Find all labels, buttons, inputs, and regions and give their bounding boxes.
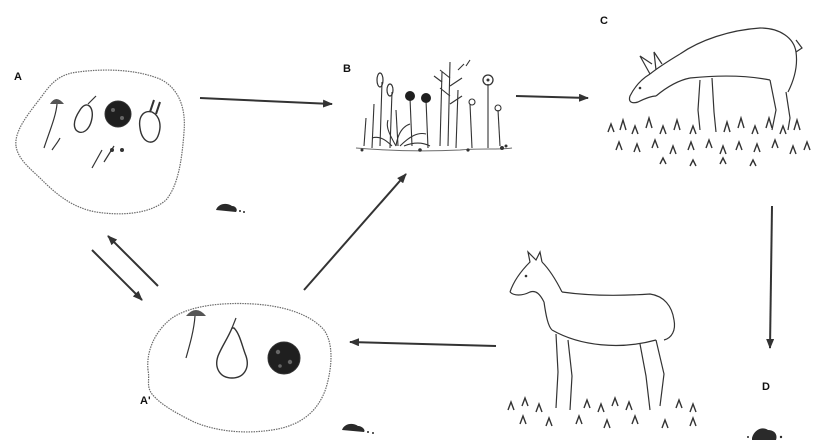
spore-ball-texture (276, 350, 280, 354)
deer-icon (629, 28, 802, 132)
arrow-a-to-a-prime (92, 250, 142, 300)
mushroom-icon-a (44, 99, 64, 148)
soil-blob-icon-a (16, 70, 185, 214)
ground-line-b (356, 148, 512, 151)
node-c-deer: C (600, 15, 810, 166)
plants-icon (364, 60, 500, 148)
arrow-c-to-d (770, 206, 772, 348)
flower-head-icon (387, 84, 393, 96)
grass-tufts-c (608, 118, 810, 166)
flower-head-icon (377, 73, 383, 87)
node-a-prime-soil: A' (140, 304, 331, 432)
arrow-a-prime-to-a (108, 236, 158, 286)
dung-icon-3 (342, 424, 374, 434)
young-animal-icon (510, 252, 675, 410)
arrow-b-to-c (516, 96, 588, 98)
rod-tip (110, 148, 114, 152)
dung-icon-1 (216, 204, 245, 213)
spore-ball-texture (288, 360, 292, 364)
pear-cell-icon-a-prime (217, 328, 247, 378)
label-b: B (343, 63, 351, 75)
deer-eye (639, 87, 642, 90)
flower-head-icon (487, 79, 490, 82)
arrow-a-prime-to-b (304, 174, 406, 290)
flower-head-icon (469, 99, 475, 105)
node-d: D (747, 381, 782, 440)
spore-ball-texture (111, 108, 115, 112)
rod-tip (120, 148, 124, 152)
node-a-soil: A (14, 70, 184, 214)
node-b-plants: B (343, 60, 512, 152)
arrows (92, 96, 772, 348)
arrow-a-to-b (200, 98, 332, 104)
spore-ball-texture (120, 116, 124, 120)
label-c: C (600, 15, 608, 27)
spore-ball-icon-a (105, 101, 131, 127)
bacteria-cell-icon-a1 (74, 96, 96, 132)
soil-blob-icon-a-prime (148, 304, 331, 432)
label-a: A (14, 71, 22, 83)
spore-ball-icon-a-prime (268, 342, 300, 374)
mushroom-icon-a-prime (186, 310, 206, 358)
worm-icon-a (52, 138, 60, 150)
arrow-young-to-a-prime (350, 342, 496, 346)
label-a-prime: A' (140, 395, 151, 407)
rod-icon-a (92, 150, 102, 168)
flagellate-cell-icon-a (140, 100, 160, 142)
spore-ball-texture (278, 364, 282, 368)
young-animal-eye (525, 275, 528, 278)
pear-cell-flagellum (232, 318, 236, 328)
grass-tufts-young (508, 398, 696, 428)
flower-head-icon (421, 93, 431, 103)
node-young-animal (508, 252, 696, 428)
label-d: D (762, 381, 770, 393)
dung-icon-2 (747, 428, 782, 440)
flower-head-icon (405, 91, 415, 101)
